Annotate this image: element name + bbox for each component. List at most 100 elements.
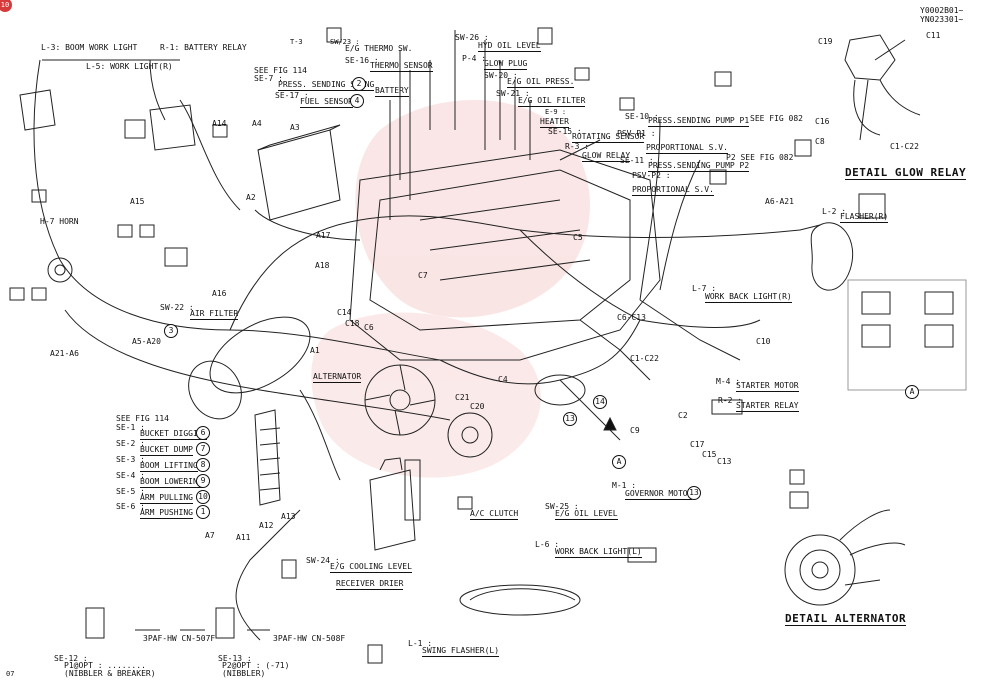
label-sw22: SW-22 :	[160, 303, 194, 312]
circle-marker-a: A	[612, 455, 626, 469]
label-battery: BATTERY	[375, 86, 409, 97]
label-p2-see-fig-082: P2 SEE FIG 082	[726, 153, 794, 162]
label-work-back-light-r: WORK BACK LIGHT(R)	[705, 292, 792, 303]
label-ac-clutch: A/C CLUTCH	[470, 509, 519, 520]
part-a17: A17	[316, 231, 331, 240]
page-number-badge: 10	[0, 0, 12, 12]
label-sw21: SW-21 :	[496, 89, 530, 98]
part-c13: C13	[717, 457, 732, 466]
label-se13: SE-13 :	[218, 654, 252, 663]
label-m4: M-4 :	[716, 377, 741, 386]
part-c10: C10	[756, 337, 771, 346]
circled-number-6: 7	[196, 442, 210, 456]
label-l2: L-2 :	[822, 207, 847, 216]
label-see-fig-082-a: SEE FIG 082	[750, 114, 803, 123]
label-se1: SE-1 :	[116, 423, 145, 432]
part-a4: A4	[252, 119, 262, 128]
part-a3: A3	[290, 123, 300, 132]
circled-number-4: 4	[350, 94, 364, 108]
detail-glow-relay-title: DETAIL GLOW RELAY	[845, 166, 967, 180]
part-c19: C19	[818, 37, 833, 46]
label-proportional-sv-2: PROPORTIONAL S.V.	[632, 185, 714, 196]
label-sw20: SW-20 :	[484, 71, 518, 80]
label-proportional-sv-1: PROPORTIONAL S.V.	[646, 143, 728, 154]
part-a16: A16	[212, 289, 227, 298]
label-horn: H-7 HORN	[40, 217, 79, 226]
part-a11: A11	[236, 533, 251, 542]
label-see-fig-114-b: SEE FIG 114	[116, 414, 169, 423]
part-c1-c22-detail: C1-C22	[890, 142, 919, 151]
part-c4: C4	[498, 375, 508, 384]
label-battery-relay: R-1: BATTERY RELAY	[160, 43, 247, 52]
label-glow-relay: GLOW RELAY	[582, 151, 631, 162]
label-hyd-oil-level: HYD OIL LEVEL	[478, 41, 541, 52]
label-se10: SE-10 :	[625, 112, 659, 121]
label-psv-p2: PSV-P2 :	[632, 171, 671, 180]
label-work-back-light-l: WORK BACK LIGHT(L)	[555, 547, 642, 558]
label-a6-a21: A6-A21	[765, 197, 794, 206]
watermark-logo	[311, 100, 590, 478]
label-p2-opt: P2@OPT : (-71)	[222, 661, 290, 670]
label-supply-with-1: 3PAF-HW CN-507F	[143, 634, 216, 643]
label-se11: SE-11 :	[620, 156, 654, 165]
part-c1-c22: C1-C22	[630, 354, 659, 363]
label-nibbler: (NIBBLER)	[222, 669, 266, 678]
circled-number-9: 10	[196, 490, 210, 504]
label-air-filter: AIR FILTER	[190, 309, 239, 320]
label-se15: SE-15 :	[548, 127, 582, 136]
label-press-sending-pump-p1: PRESS.SENDING PUMP P1	[648, 116, 750, 127]
label-bucket-dump: BUCKET DUMP	[140, 445, 193, 456]
label-sw25: SW-25 :	[545, 502, 579, 511]
label-l7: L-7 :	[692, 284, 717, 293]
label-se5: SE-5 :	[116, 487, 145, 496]
label-rotating-sensor: ROTATING SENSOR	[572, 132, 645, 143]
detail-alternator-title: DETAIL ALTERNATOR	[785, 612, 907, 626]
label-l1: L-1 :	[408, 639, 433, 648]
label-eg-oil-level: E/G OIL LEVEL	[555, 509, 618, 520]
label-se4: SE-4 :	[116, 471, 145, 480]
label-arm-pulling: ARM PULLING	[140, 493, 193, 504]
part-c9: C9	[630, 426, 640, 435]
label-r3: R-3 :	[565, 142, 590, 151]
label-t3: T-3	[290, 38, 303, 46]
label-fuel-sensor: FUEL SENSOR	[300, 97, 353, 108]
circled-number-7: 8	[196, 458, 210, 472]
label-supply-with-2: 3PAF-HW CN-508F	[273, 634, 346, 643]
part-c17: C17	[690, 440, 705, 449]
label-governor-motor: GOVERNOR MOTOR	[625, 489, 693, 500]
label-sw26: SW-26 :	[455, 33, 489, 42]
label-nibbler-breaker: (NIBBLER & BREAKER)	[64, 669, 156, 678]
header-code-2: YN023301~	[920, 15, 964, 24]
part-c2: C2	[678, 411, 688, 420]
label-m1: M-1 :	[612, 481, 637, 490]
circled-number-2: 2	[352, 77, 366, 91]
label-arm-pushing: ARM PUSHING	[140, 508, 193, 519]
circled-number-3: 3	[164, 324, 178, 338]
circled-number-5: 6	[196, 426, 210, 440]
circled-number-13: 13	[563, 412, 577, 426]
part-c11: C11	[926, 31, 941, 40]
part-c16: C16	[815, 117, 830, 126]
label-sw24: SW-24 :	[306, 556, 340, 565]
part-c6-c13: C6-C13	[617, 313, 646, 322]
part-a7: A7	[205, 531, 215, 540]
circled-number-14: 14	[593, 395, 607, 409]
part-a1: A1	[310, 346, 320, 355]
label-e9: E-9 :	[545, 108, 567, 116]
label-se12: SE-12 :	[54, 654, 88, 663]
label-l6: L-6 :	[535, 540, 560, 549]
label-starter-motor: STARTER MOTOR	[736, 381, 799, 392]
circled-number-10: 1	[196, 505, 210, 519]
label-p4: P-4 :	[462, 54, 487, 63]
label-heater: HEATER	[540, 117, 569, 128]
label-eg-cooling-level: E/G COOLING LEVEL	[330, 562, 412, 573]
label-boom-work-light: L-3: BOOM WORK LIGHT	[41, 43, 138, 52]
label-bucket-digging: BUCKET DIGGING	[140, 429, 208, 440]
label-flasher-r: FLASHER(R)	[840, 212, 889, 223]
part-a2: A2	[246, 193, 256, 202]
part-c14: C14	[337, 308, 352, 317]
label-sw23: SW/23 :	[330, 38, 360, 46]
label-se16: SE-16 :	[345, 56, 379, 65]
label-glow-plug: GLOW PLUG	[484, 59, 528, 70]
label-boom-lowering: BOOM LOWERING	[140, 477, 203, 488]
